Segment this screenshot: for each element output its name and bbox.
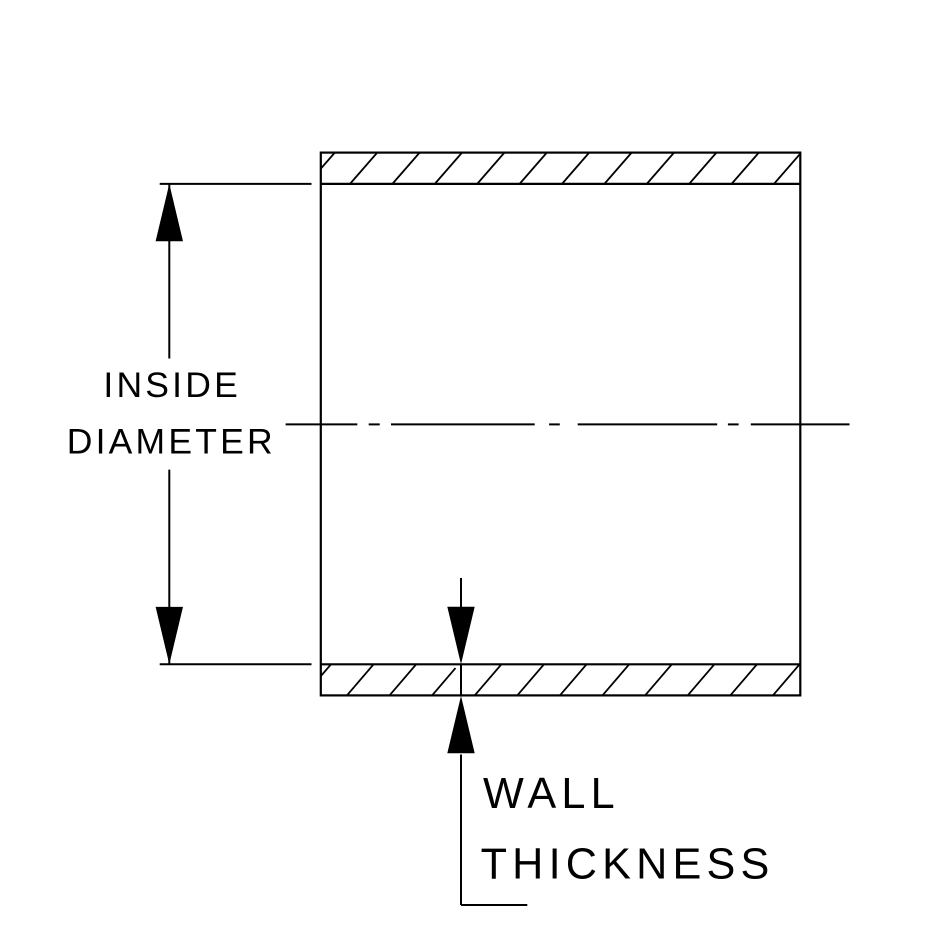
svg-text:DIAMETER: DIAMETER <box>67 421 276 461</box>
svg-text:INSIDE: INSIDE <box>103 365 241 405</box>
svg-text:THICKNESS: THICKNESS <box>481 841 775 889</box>
svg-text:WALL: WALL <box>483 770 620 818</box>
